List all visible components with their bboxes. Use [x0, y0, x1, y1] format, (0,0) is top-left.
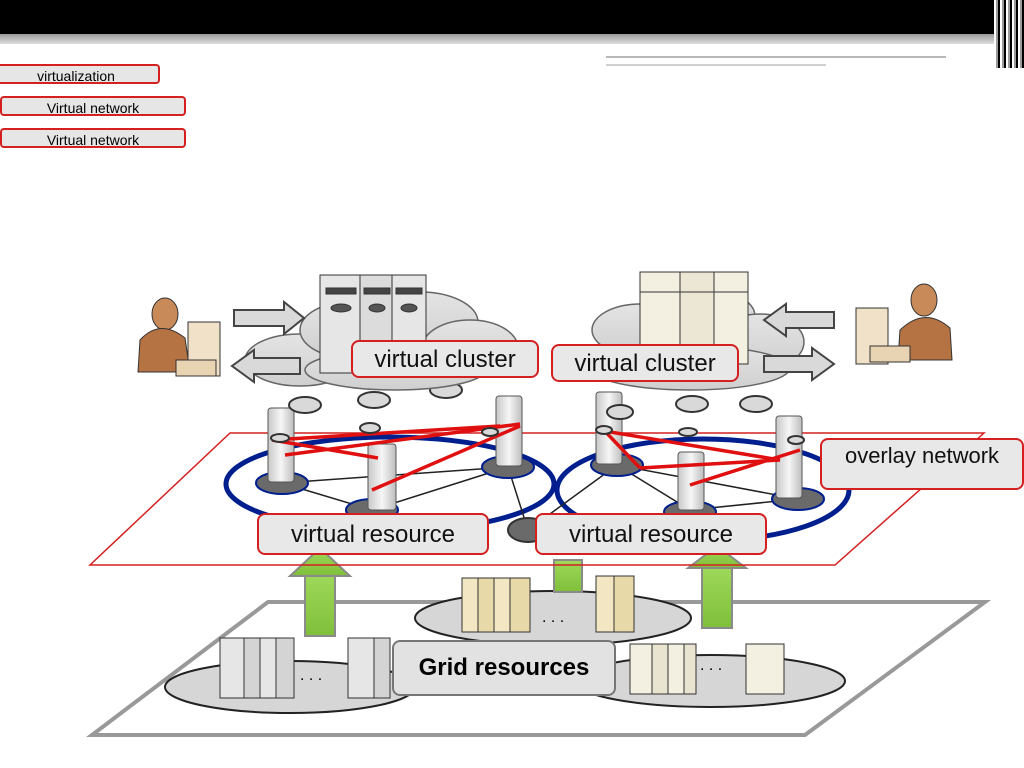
virtual-links	[271, 422, 801, 492]
virtual-cluster-text: virtual cluster	[374, 346, 516, 373]
arrow-in-right	[762, 302, 835, 338]
ellipsis-top: . . .	[542, 609, 564, 626]
up-arrow-right	[685, 544, 749, 629]
nav-item-virtual-network-2[interactable]: Virtual network	[0, 128, 186, 148]
grid-servers-gold	[461, 575, 635, 633]
virtual-cluster-label-right: virtual cluster	[551, 344, 739, 382]
virtual-cluster-label-left: virtual cluster	[351, 340, 539, 378]
title-bar-shade	[0, 34, 1000, 44]
arrow-in-left	[233, 299, 306, 337]
nav-item-label: Virtual network	[46, 100, 140, 116]
up-arrow-left	[287, 546, 353, 637]
grid-resources-label: Grid resources	[392, 640, 616, 696]
title-bar-stripes	[994, 0, 1024, 68]
overlay-network-label: overlay network	[820, 438, 1024, 490]
overlay-network-text: overlay network	[844, 443, 1000, 468]
grid-resources-text: Grid resources	[418, 654, 590, 681]
user-right-icon	[855, 283, 953, 365]
ellipsis-right: . . .	[700, 657, 722, 674]
grid-servers-gray	[219, 637, 391, 699]
title-bar	[0, 0, 1024, 34]
nav-item-virtual-network-1[interactable]: Virtual network	[0, 96, 186, 116]
arrow-out-left	[230, 348, 301, 384]
ellipsis-left: . . .	[300, 667, 322, 684]
nav-item-label: virtualization	[37, 68, 115, 84]
virtual-resource-label-right: virtual resource	[535, 513, 767, 555]
connector-bubbles	[270, 381, 805, 445]
arrow-out-right	[763, 346, 836, 382]
virtual-resource-text: virtual resource	[290, 521, 456, 548]
virtual-resource-label-left: virtual resource	[257, 513, 489, 555]
nav-item-label: Virtual network	[46, 132, 140, 148]
virtual-cluster-text: virtual cluster	[574, 350, 716, 377]
user-left-icon	[137, 297, 221, 377]
header-rule-2	[606, 64, 826, 66]
nav-item-virtualization[interactable]: virtualization	[0, 64, 160, 84]
header-rule-1	[606, 56, 946, 58]
grid-servers-beige	[629, 643, 785, 695]
virtual-resource-text: virtual resource	[568, 521, 734, 548]
overlay-plane	[88, 432, 986, 566]
